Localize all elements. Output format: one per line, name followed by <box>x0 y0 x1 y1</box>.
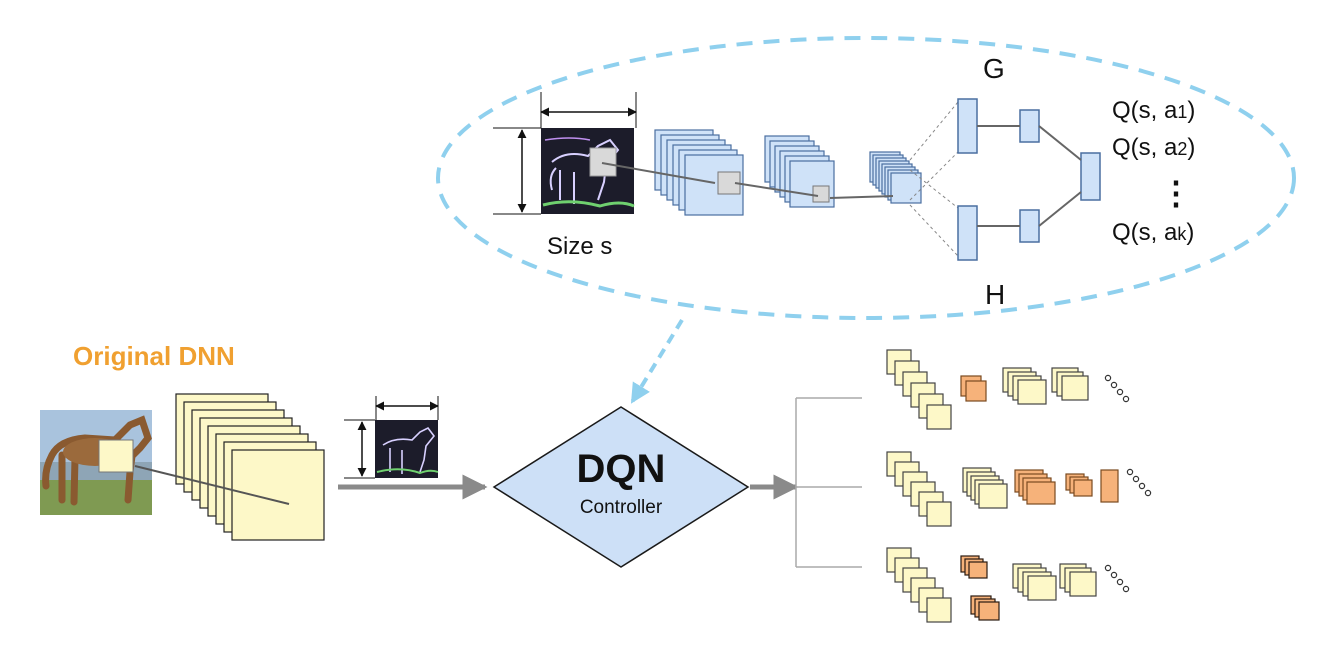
candidate-layer <box>926 501 952 527</box>
h-label: H <box>985 279 1005 310</box>
candidate-continuation-dot <box>1132 475 1140 483</box>
conv-stack-2 <box>764 135 835 208</box>
dnn-layer <box>231 449 325 541</box>
downscaled-input-image <box>375 420 439 478</box>
candidate-layer <box>1069 571 1097 597</box>
candidate-continuation-dot <box>1122 395 1130 403</box>
candidate-layer <box>1061 375 1089 401</box>
original-dnn-layers <box>175 393 325 541</box>
candidate-continuation-dot <box>1126 468 1134 476</box>
stream-g <box>957 98 1040 154</box>
conv-receptive-field <box>812 185 830 203</box>
zoom-connector-arrow <box>630 318 684 404</box>
conv-stack-1 <box>654 129 744 216</box>
q-output-1: Q(s, a1) <box>1112 97 1195 124</box>
candidate-layer-orange <box>965 380 987 402</box>
candidate-layer-orange <box>1100 469 1119 503</box>
original-dnn-label: Original DNN <box>73 341 235 371</box>
candidate-continuation-dot <box>1110 381 1118 389</box>
vertical-ellipsis: ⋮ <box>1160 175 1192 211</box>
candidate-layer <box>1017 379 1047 405</box>
candidate-layer-orange <box>978 601 1000 621</box>
conv-layer <box>890 172 922 204</box>
candidate-architecture-2 <box>886 451 1152 527</box>
candidate-layer-orange <box>968 561 988 579</box>
g-label: G <box>983 53 1005 84</box>
q-output-2: Q(s, a2) <box>1112 134 1195 161</box>
candidate-continuation-dot <box>1122 585 1130 593</box>
candidate-continuation-dot <box>1144 489 1152 497</box>
state-input-image <box>541 128 635 214</box>
candidate-continuation-dot <box>1110 571 1118 579</box>
size-label: Size s <box>547 233 612 260</box>
conv-stack-3 <box>869 151 922 204</box>
aggregation-node <box>1080 152 1101 201</box>
candidate-layer <box>1027 575 1057 601</box>
candidate-architecture-3 <box>886 547 1130 623</box>
candidate-branch-bracket <box>795 397 862 568</box>
stream-h <box>957 205 1040 261</box>
candidate-layer-orange <box>1026 481 1056 505</box>
dqn-title: DQN <box>577 447 666 491</box>
candidate-layer <box>926 404 952 430</box>
candidate-continuation-dot <box>1116 388 1124 396</box>
candidate-continuation-dot <box>1116 578 1124 586</box>
candidate-continuation-dot <box>1138 482 1146 490</box>
dqn-detail-ellipse <box>436 36 1296 320</box>
dqn-subtitle: Controller <box>580 497 663 518</box>
dqn-controller: DQN Controller <box>492 406 750 568</box>
candidate-layer <box>926 597 952 623</box>
candidate-continuation-dot <box>1104 564 1112 572</box>
candidate-continuation-dot <box>1104 374 1112 382</box>
original-input-image <box>40 410 152 515</box>
candidate-layer-orange <box>1073 479 1093 497</box>
candidate-architecture-1 <box>886 349 1130 430</box>
q-output-k: Q(s, ak) <box>1112 219 1194 246</box>
candidate-layer <box>978 483 1008 509</box>
